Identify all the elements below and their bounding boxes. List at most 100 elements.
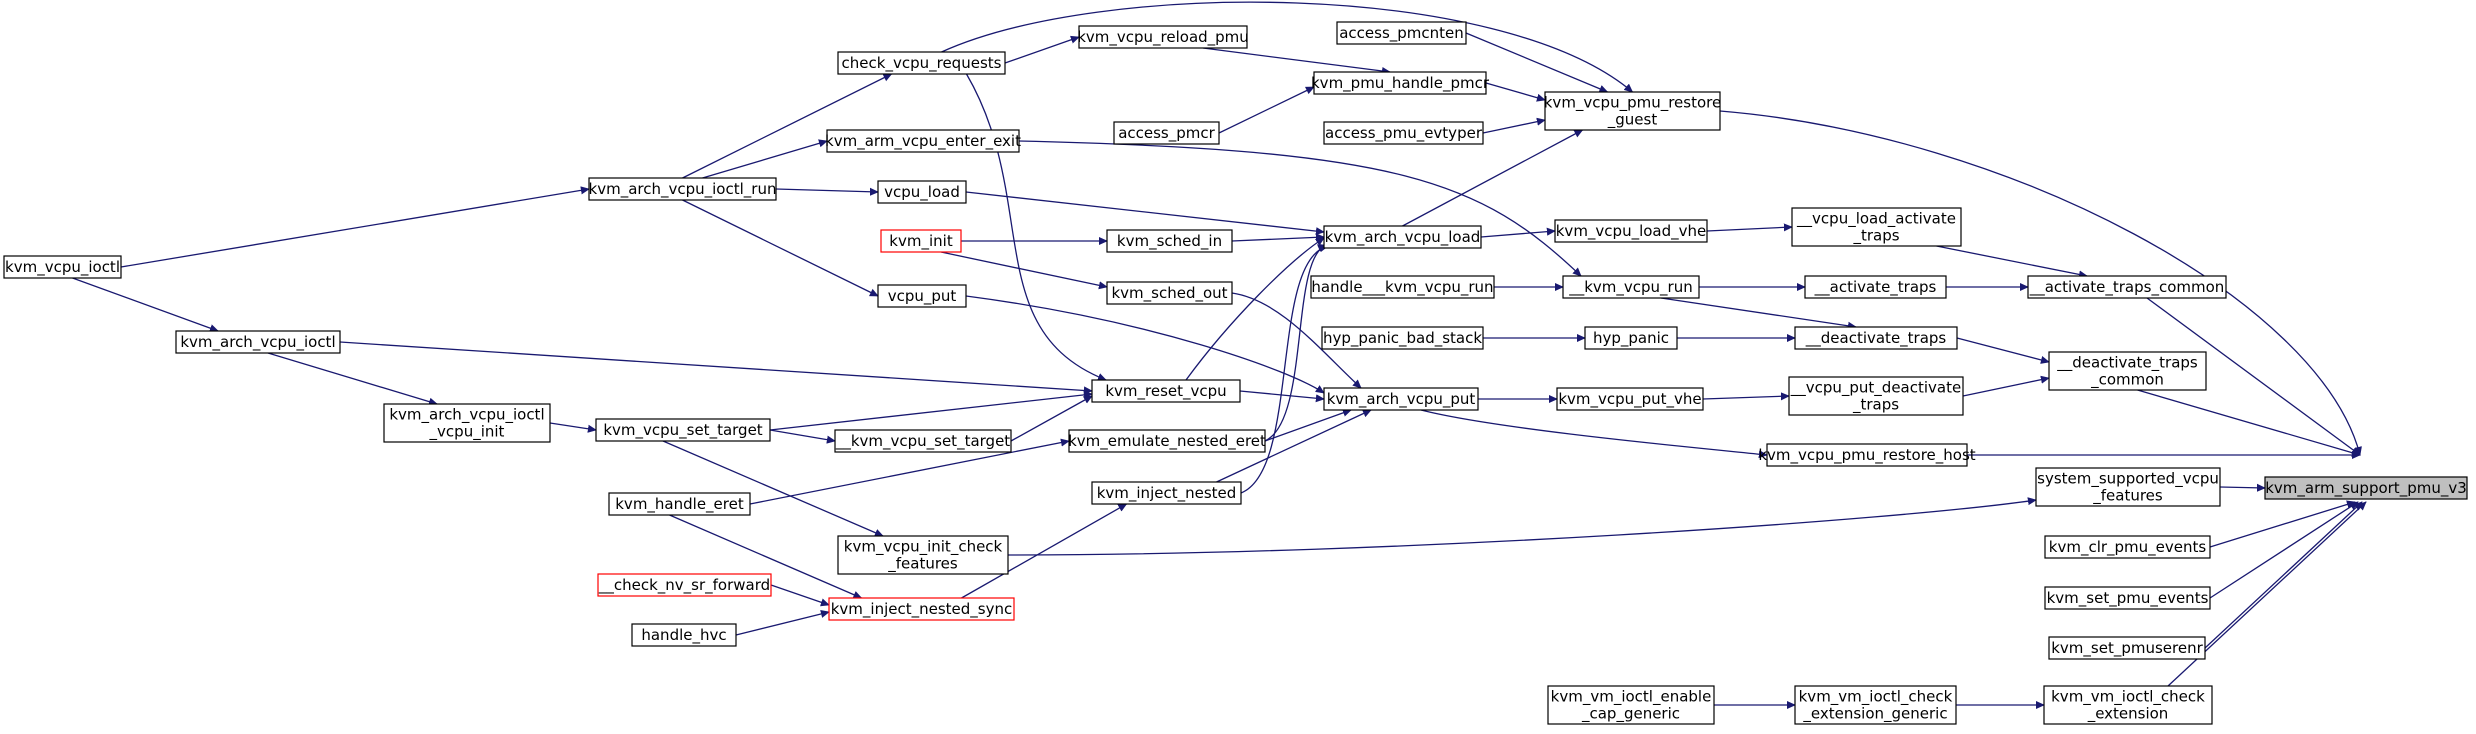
node-vm-ioctl-enable-cap-generic[interactable]: kvm_vm_ioctl_enable_cap_generic bbox=[1547, 685, 1715, 725]
edge-check-vcpu-requests-to-vcpu-reload-pmu bbox=[1004, 35, 1080, 64]
node-label: kvm_inject_nested_sync bbox=[831, 600, 1013, 619]
node-box bbox=[880, 229, 962, 253]
node-vcpu-ioctl[interactable]: kvm_vcpu_ioctl bbox=[3, 255, 122, 279]
node-box bbox=[837, 51, 1006, 75]
edge-vcpu-set-target-internal-to-reset-vcpu bbox=[1010, 395, 1093, 442]
node-deactivate-traps-common[interactable]: __deactivate_traps_common bbox=[2048, 351, 2207, 391]
node-label: vcpu_load bbox=[884, 183, 960, 202]
node-deactivate-traps[interactable]: __deactivate_traps bbox=[1794, 326, 1958, 350]
node-box bbox=[2264, 476, 2468, 500]
node-label: kvm_vcpu_load_vhe bbox=[1556, 222, 1707, 241]
node-label: handle_hvc bbox=[641, 626, 726, 645]
node-handle-hvc[interactable]: handle_hvc bbox=[631, 623, 737, 647]
node-sched-in[interactable]: kvm_sched_in bbox=[1106, 229, 1233, 253]
node-vcpu-put-vhe[interactable]: kvm_vcpu_put_vhe bbox=[1556, 387, 1704, 411]
node-emulate-nested-eret[interactable]: kvm_emulate_nested_eret bbox=[1068, 429, 1266, 453]
node-box bbox=[1106, 281, 1233, 305]
node-system-supported-vcpu-features[interactable]: system_supported_vcpu_features bbox=[2035, 467, 2221, 507]
node-access-pmcr[interactable]: access_pmcr bbox=[1113, 121, 1220, 145]
node-handle-kvm-vcpu-run[interactable]: handle___kvm_vcpu_run bbox=[1310, 275, 1495, 299]
node-label: kvm_vcpu_ioctl bbox=[5, 258, 120, 277]
node-kvm-init[interactable]: kvm_init bbox=[880, 229, 962, 253]
node-box bbox=[175, 330, 341, 354]
node-access-pmcnten[interactable]: access_pmcnten bbox=[1336, 21, 1467, 45]
node-box bbox=[877, 284, 967, 308]
node-label: kvm_arch_vcpu_load bbox=[1325, 228, 1481, 247]
edge-handle-eret-to-emulate-nested-eret bbox=[749, 438, 1070, 505]
node-label: hyp_panic bbox=[1593, 329, 1669, 348]
node-label: kvm_handle_eret bbox=[615, 495, 744, 514]
node-box bbox=[1804, 275, 1947, 299]
node-access-pmu-evtyper[interactable]: access_pmu_evtyper bbox=[1323, 121, 1484, 145]
edge-access-pmcnten-to-vcpu-pmu-restore-guest bbox=[1465, 32, 1609, 93]
node-vcpu-put-deactivate-traps[interactable]: __vcpu_put_deactivate_traps bbox=[1788, 376, 1964, 416]
node-vm-ioctl-check-extension[interactable]: kvm_vm_ioctl_check_extension bbox=[2043, 685, 2213, 725]
edge-arch-vcpu-ioctl-run-to-vcpu-put bbox=[682, 199, 879, 297]
node-vcpu-set-target[interactable]: kvm_vcpu_set_target bbox=[595, 418, 771, 442]
node-label: kvm_set_pmuserenr bbox=[2051, 639, 2203, 658]
node-box bbox=[1584, 326, 1678, 350]
node-hyp-panic[interactable]: hyp_panic bbox=[1584, 326, 1678, 350]
node-vcpu-init-check-features[interactable]: kvm_vcpu_init_check_features bbox=[837, 535, 1009, 575]
node-reset-vcpu[interactable]: kvm_reset_vcpu bbox=[1091, 379, 1241, 403]
node-inject-nested[interactable]: kvm_inject_nested bbox=[1091, 481, 1242, 505]
node-check-nv-sr-forward[interactable]: __check_nv_sr_forward bbox=[597, 573, 772, 597]
node-box bbox=[1544, 91, 1721, 131]
node-label: __vcpu_load_activate bbox=[1796, 210, 1956, 229]
node-arm-vcpu-enter-exit[interactable]: kvm_arm_vcpu_enter_exit bbox=[825, 129, 1021, 153]
node-set-pmuserenr[interactable]: kvm_set_pmuserenr bbox=[2048, 636, 2206, 660]
node-label: _cap_generic bbox=[1581, 705, 1680, 724]
edges-layer bbox=[72, 1, 2367, 710]
node-arch-vcpu-ioctl[interactable]: kvm_arch_vcpu_ioctl bbox=[175, 330, 341, 354]
node-label: kvm_vcpu_put_vhe bbox=[1558, 390, 1701, 409]
node-vcpu-run-hyp[interactable]: __kvm_vcpu_run bbox=[1562, 275, 1700, 299]
edge-arch-vcpu-ioctl-vcpu-init-to-vcpu-set-target bbox=[549, 422, 597, 433]
node-vcpu-load[interactable]: vcpu_load bbox=[877, 180, 967, 204]
node-pmu-handle-pmcr[interactable]: kvm_pmu_handle_pmcr bbox=[1311, 71, 1490, 95]
node-set-pmu-events[interactable]: kvm_set_pmu_events bbox=[2044, 586, 2211, 610]
node-label: __activate_traps_common bbox=[2029, 278, 2225, 297]
node-box bbox=[1323, 387, 1479, 411]
node-vcpu-load-activate-traps[interactable]: __vcpu_load_activate_traps bbox=[1791, 207, 1962, 247]
node-vcpu-put[interactable]: vcpu_put bbox=[877, 284, 967, 308]
node-root[interactable]: kvm_arm_support_pmu_v3 bbox=[2264, 476, 2468, 500]
node-activate-traps[interactable]: __activate_traps bbox=[1804, 275, 1947, 299]
node-vcpu-pmu-restore-guest[interactable]: kvm_vcpu_pmu_restore_guest bbox=[1544, 91, 1721, 131]
node-hyp-panic-bad-stack[interactable]: hyp_panic_bad_stack bbox=[1321, 326, 1484, 350]
node-inject-nested-sync[interactable]: kvm_inject_nested_sync bbox=[828, 597, 1015, 621]
edge-vcpu-load-to-arch-vcpu-load bbox=[965, 191, 1325, 236]
node-vcpu-reload-pmu[interactable]: kvm_vcpu_reload_pmu bbox=[1077, 25, 1249, 49]
node-arch-vcpu-ioctl-run[interactable]: kvm_arch_vcpu_ioctl_run bbox=[588, 177, 777, 201]
node-label: _traps bbox=[1852, 396, 1899, 415]
node-vcpu-pmu-restore-host[interactable]: kvm_vcpu_pmu_restore_host bbox=[1758, 443, 1976, 467]
node-arch-vcpu-ioctl-vcpu-init[interactable]: kvm_arch_vcpu_ioctl_vcpu_init bbox=[383, 403, 551, 443]
node-label: __activate_traps bbox=[1814, 278, 1937, 297]
edge-access-pmu-evtyper-to-vcpu-pmu-restore-guest bbox=[1482, 117, 1546, 134]
node-vm-ioctl-check-extension-generic[interactable]: kvm_vm_ioctl_check_extension_generic bbox=[1794, 685, 1957, 725]
node-label: kvm_set_pmu_events bbox=[2047, 589, 2209, 608]
node-box bbox=[1091, 481, 1242, 505]
node-label: kvm_arch_vcpu_ioctl bbox=[389, 406, 544, 425]
node-check-vcpu-requests[interactable]: check_vcpu_requests bbox=[837, 51, 1006, 75]
edge-vcpu-run-hyp-to-deactivate-traps bbox=[1660, 297, 1857, 330]
node-clr-pmu-events[interactable]: kvm_clr_pmu_events bbox=[2044, 535, 2211, 559]
node-label: _features bbox=[887, 555, 958, 574]
node-box bbox=[1313, 71, 1487, 95]
node-arch-vcpu-load[interactable]: kvm_arch_vcpu_load bbox=[1323, 225, 1482, 249]
edge-arch-vcpu-put-to-vcpu-pmu-restore-host bbox=[1420, 409, 1768, 459]
node-vcpu-set-target-internal[interactable]: __kvm_vcpu_set_target bbox=[834, 429, 1012, 453]
node-arch-vcpu-put[interactable]: kvm_arch_vcpu_put bbox=[1323, 387, 1479, 411]
node-sched-out[interactable]: kvm_sched_out bbox=[1106, 281, 1233, 305]
edge-arm-vcpu-enter-exit-to-vcpu-run-hyp bbox=[1018, 140, 1582, 277]
edge-handle-eret-to-inject-nested-sync bbox=[669, 514, 863, 599]
node-vcpu-load-vhe[interactable]: kvm_vcpu_load_vhe bbox=[1554, 219, 1708, 243]
node-handle-eret[interactable]: kvm_handle_eret bbox=[608, 492, 751, 516]
node-box bbox=[1321, 326, 1484, 350]
node-box bbox=[597, 573, 772, 597]
node-label: __vcpu_put_deactivate bbox=[1790, 379, 1961, 398]
node-activate-traps-common[interactable]: __activate_traps_common bbox=[2027, 275, 2227, 299]
node-label: vcpu_put bbox=[888, 287, 957, 306]
node-label: kvm_vm_ioctl_check bbox=[1799, 688, 1953, 707]
edge-arch-vcpu-load-to-vcpu-load-vhe bbox=[1480, 227, 1556, 238]
